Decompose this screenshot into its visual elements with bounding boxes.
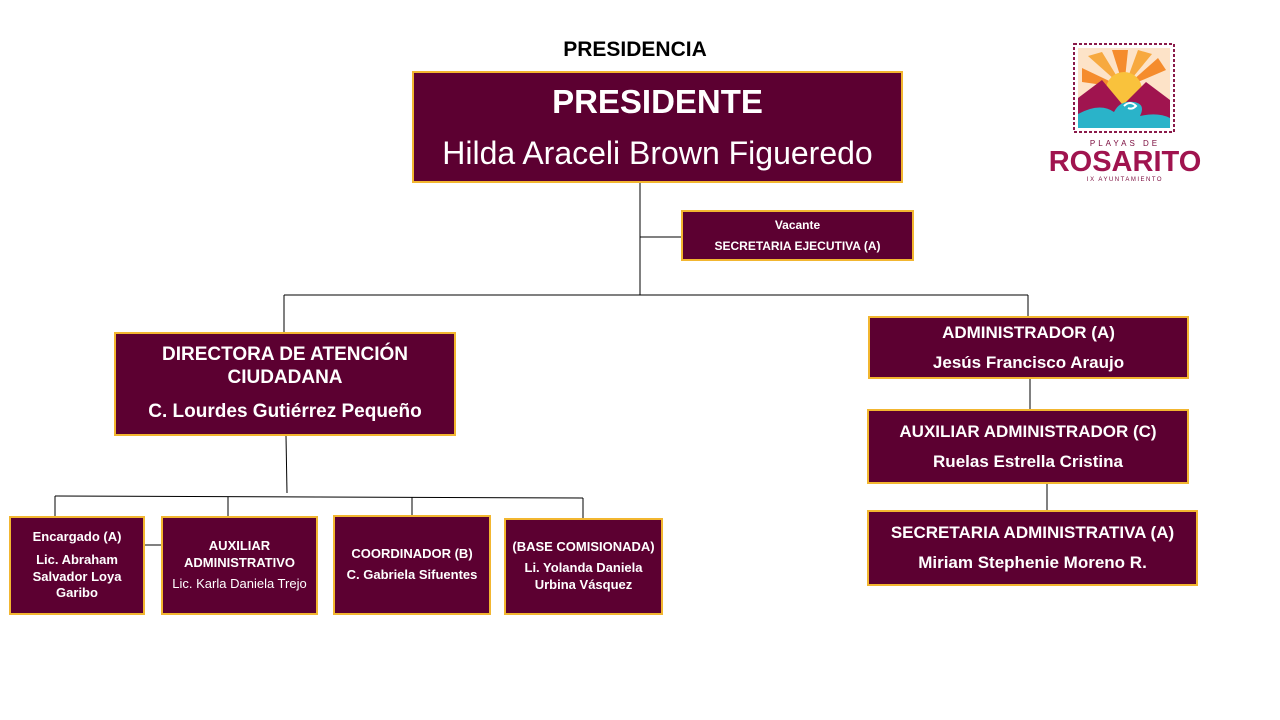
logo-name-text: ROSARITO bbox=[1049, 146, 1202, 178]
administrative-assistant-role: AUXILIAR ADMINISTRATIVO bbox=[184, 538, 295, 571]
administrator-name: Jesús Francisco Araujo bbox=[932, 352, 1125, 372]
director-name: C. Lourdes Gutiérrez Pequeño bbox=[148, 401, 422, 423]
administrative-assistant-name: Lic. Karla Daniela Trejo bbox=[172, 575, 307, 591]
page-title: PRESIDENCIA bbox=[563, 38, 707, 61]
administrator-box[interactable]: ADMINISTRADOR (A) Jesús Francisco Araujo bbox=[868, 316, 1189, 379]
administrative-secretary-name: Miriam Stephenie Moreno R. bbox=[918, 553, 1147, 572]
director-role: DIRECTORA DE ATENCIÓN CIUDADANA bbox=[162, 343, 408, 388]
base-commissioned-name: Li. Yolanda Daniela Urbina Vásquez bbox=[524, 560, 643, 592]
rosarito-logo: PLAYAS DE ROSARITO IX AYUNTAMIENTO bbox=[1049, 43, 1202, 183]
executive-secretary-role: SECRETARIA EJECUTIVA (A) bbox=[714, 239, 881, 253]
supervisor-role: Encargado (A) bbox=[32, 528, 122, 544]
administrative-secretary-role: SECRETARIA ADMINISTRATIVA (A) bbox=[890, 523, 1175, 542]
assistant-administrator-role: AUXILIAR ADMINISTRADOR (C) bbox=[899, 421, 1157, 441]
president-role: PRESIDENTE bbox=[552, 82, 763, 120]
connector-line bbox=[285, 435, 288, 494]
assistant-administrator-name: Ruelas Estrella Cristina bbox=[933, 451, 1123, 471]
base-commissioned-box[interactable]: (BASE COMISIONADA) Li. Yolanda Daniela U… bbox=[504, 518, 663, 615]
administrative-assistant-box[interactable]: AUXILIAR ADMINISTRATIVO Lic. Karla Danie… bbox=[161, 516, 318, 615]
director-box[interactable]: DIRECTORA DE ATENCIÓN CIUDADANA C. Lourd… bbox=[114, 332, 456, 436]
wave-icon bbox=[1078, 101, 1170, 128]
administrator-role: ADMINISTRADOR (A) bbox=[942, 322, 1115, 342]
executive-secretary-name: Vacante bbox=[774, 218, 821, 232]
base-commissioned-role: (BASE COMISIONADA) bbox=[512, 539, 655, 555]
coordinator-role: COORDINADOR (B) bbox=[351, 546, 473, 562]
coordinator-name: C. Gabriela Sifuentes bbox=[346, 567, 478, 582]
assistant-administrator-box[interactable]: AUXILIAR ADMINISTRADOR (C) Ruelas Estrel… bbox=[867, 409, 1189, 484]
logo-top-text: PLAYAS DE bbox=[1090, 139, 1160, 148]
logo-subtitle-text: IX AYUNTAMIENTO bbox=[1087, 177, 1163, 183]
supervisor-name: Lic. Abraham Salvador Loya Garibo bbox=[32, 551, 122, 601]
president-name: Hilda Araceli Brown Figueredo bbox=[442, 134, 873, 171]
connector-line bbox=[54, 495, 584, 499]
administrative-secretary-box[interactable]: SECRETARIA ADMINISTRATIVA (A) Miriam Ste… bbox=[867, 510, 1198, 586]
executive-secretary-box[interactable]: Vacante SECRETARIA EJECUTIVA (A) bbox=[681, 210, 914, 261]
coordinator-box[interactable]: COORDINADOR (B) C. Gabriela Sifuentes bbox=[333, 515, 491, 615]
president-box[interactable]: PRESIDENTE Hilda Araceli Brown Figueredo bbox=[412, 71, 903, 183]
supervisor-box[interactable]: Encargado (A) Lic. Abraham Salvador Loya… bbox=[9, 516, 145, 615]
